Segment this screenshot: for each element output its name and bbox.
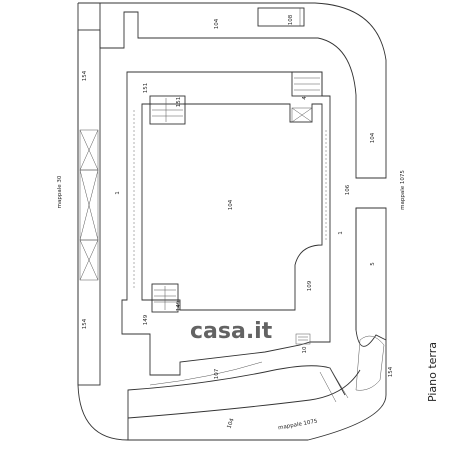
stair-top-right-landing <box>291 107 313 123</box>
stair-top-left <box>149 95 186 125</box>
ramp-seg-2 <box>329 367 349 399</box>
room-label-main-hall: 104 <box>228 199 234 210</box>
room-label-right-outer-bottom: 5 <box>370 262 376 266</box>
ramp-seg-1 <box>319 371 337 403</box>
bottom-strip-curve <box>127 369 361 419</box>
room-label-top-box: 108 <box>288 14 294 25</box>
room-label-corridor-right: 1 <box>338 231 344 235</box>
right-bay <box>355 335 385 391</box>
plan-caption: Piano terra <box>426 342 439 402</box>
top-box <box>257 7 305 27</box>
room-label-left-bottom-strip: 154 <box>82 318 88 329</box>
pillar-cross-d <box>79 169 99 241</box>
room-label-stair-top-right: 4 <box>302 96 308 100</box>
room-label-stair-top-left-b: 151 <box>176 97 182 108</box>
stair-bottom-right <box>295 333 311 345</box>
room-label-right-outer-top: 104 <box>370 132 376 143</box>
mappale-left-label: mappale 30 <box>57 175 63 208</box>
stair-top-right <box>291 71 323 97</box>
room-label-bottom-ramp: 107 <box>214 368 220 379</box>
room-label-right-wall: 106 <box>345 184 351 195</box>
left-outer-wall <box>77 3 387 441</box>
room-label-bottom-strip: 104 <box>226 417 235 429</box>
pillar-cross-f <box>79 239 99 281</box>
mappale-bottom-label: mappale 1075 <box>278 419 319 432</box>
mappale-right-label: mappale 1075 <box>400 170 406 210</box>
room-label-bottom-right-corner: 154 <box>388 366 394 377</box>
left-pillar-lower <box>79 239 99 281</box>
landing-cross-b <box>291 107 313 123</box>
main-building <box>121 71 331 376</box>
room-label-corridor-left: 1 <box>115 191 121 195</box>
outer-boundary <box>78 2 387 179</box>
bottom-ramp-outer <box>127 365 346 440</box>
bottom-ramp-inner <box>149 361 263 386</box>
room-label-small-room: 10 <box>302 346 308 353</box>
room-label-bottom-stair-a: 149 <box>143 314 149 325</box>
left-strip <box>77 29 101 386</box>
room-label-curved-room: 109 <box>307 280 313 291</box>
room-label-left-top-strip: 154 <box>82 70 88 81</box>
right-corner-curve <box>355 329 387 347</box>
room-label-bottom-stair-b: 149 <box>176 300 182 311</box>
pillar-cross-b <box>79 129 99 171</box>
room-label-stair-top-left-a: 151 <box>143 83 149 94</box>
stair-bottom-left <box>151 283 179 313</box>
watermark: casa.it <box>190 319 273 344</box>
room-label-top-strip: 104 <box>214 18 220 29</box>
